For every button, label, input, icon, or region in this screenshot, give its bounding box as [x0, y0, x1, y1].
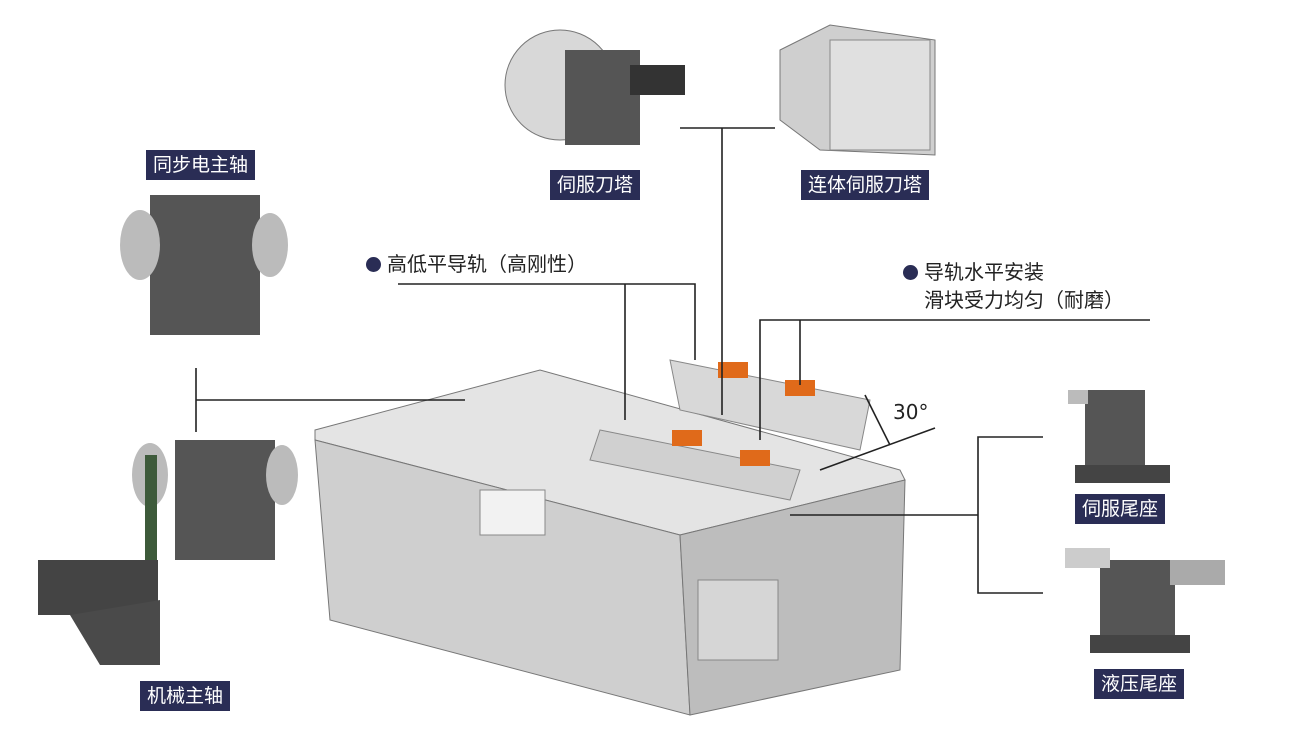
label-sync-spindle: 同步电主轴 — [146, 150, 256, 180]
bullet-icon — [366, 257, 381, 272]
leader-lines — [195, 127, 1150, 594]
servo-turret-image — [504, 29, 685, 145]
slider-block — [718, 362, 748, 378]
sync-spindle-image — [120, 195, 288, 335]
label-hydraulic-tailstock: 液压尾座 — [1094, 669, 1185, 699]
hydraulic-tailstock-image — [1065, 548, 1225, 653]
note-text: 导轨水平安装 — [924, 260, 1044, 284]
slider-block — [672, 430, 702, 446]
note-text: 高低平导轨（高刚性） — [387, 252, 587, 276]
angle-label: 30° — [893, 400, 929, 424]
servo-tailstock-image — [1068, 390, 1170, 483]
note-rail-height: 高低平导轨（高刚性） — [366, 250, 587, 278]
slider-block — [740, 450, 770, 466]
note-rail-level: 导轨水平安装滑块受力均匀（耐磨） — [903, 258, 1124, 314]
label-mech-spindle: 机械主轴 — [140, 681, 231, 711]
label-combined-turret: 连体伺服刀塔 — [801, 170, 930, 200]
bullet-icon — [903, 265, 918, 280]
machine-base-image — [314, 359, 906, 716]
label-servo-tailstock: 伺服尾座 — [1075, 494, 1166, 524]
label-servo-turret: 伺服刀塔 — [550, 170, 641, 200]
note-text: 滑块受力均匀（耐磨） — [924, 288, 1124, 312]
combined-turret-image — [779, 24, 936, 156]
slider-block — [785, 380, 815, 396]
mech-spindle-image — [38, 440, 298, 665]
